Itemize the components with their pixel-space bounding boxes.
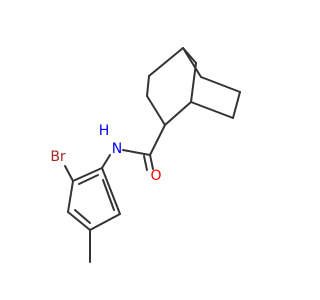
molecule-drawing: Br N H O xyxy=(50,47,241,263)
bond xyxy=(72,167,103,182)
bond xyxy=(122,149,151,156)
bond xyxy=(89,213,121,231)
bond xyxy=(148,47,184,77)
bond xyxy=(164,101,192,126)
structure-canvas: Br N H O xyxy=(50,47,241,263)
atom-labels: Br N H O xyxy=(50,123,161,184)
bonds xyxy=(64,47,241,263)
bond xyxy=(149,154,154,170)
bond xyxy=(74,209,91,224)
hydrogen-label: H xyxy=(99,123,110,139)
bromine-label: Br xyxy=(50,149,66,165)
bond xyxy=(190,62,197,103)
bond xyxy=(143,155,148,171)
bond xyxy=(67,180,74,213)
bond xyxy=(101,154,111,169)
bond xyxy=(102,179,115,211)
bond xyxy=(200,76,241,93)
bond xyxy=(190,101,234,119)
bond xyxy=(182,47,197,64)
bond xyxy=(146,75,150,97)
oxygen-label: O xyxy=(150,168,161,184)
nitrogen-label: N xyxy=(112,141,122,157)
bond xyxy=(232,91,241,119)
bond xyxy=(64,165,74,182)
bond xyxy=(149,124,166,156)
bond xyxy=(146,95,166,126)
bond xyxy=(101,167,121,215)
bond xyxy=(67,211,91,231)
bond xyxy=(78,174,99,185)
